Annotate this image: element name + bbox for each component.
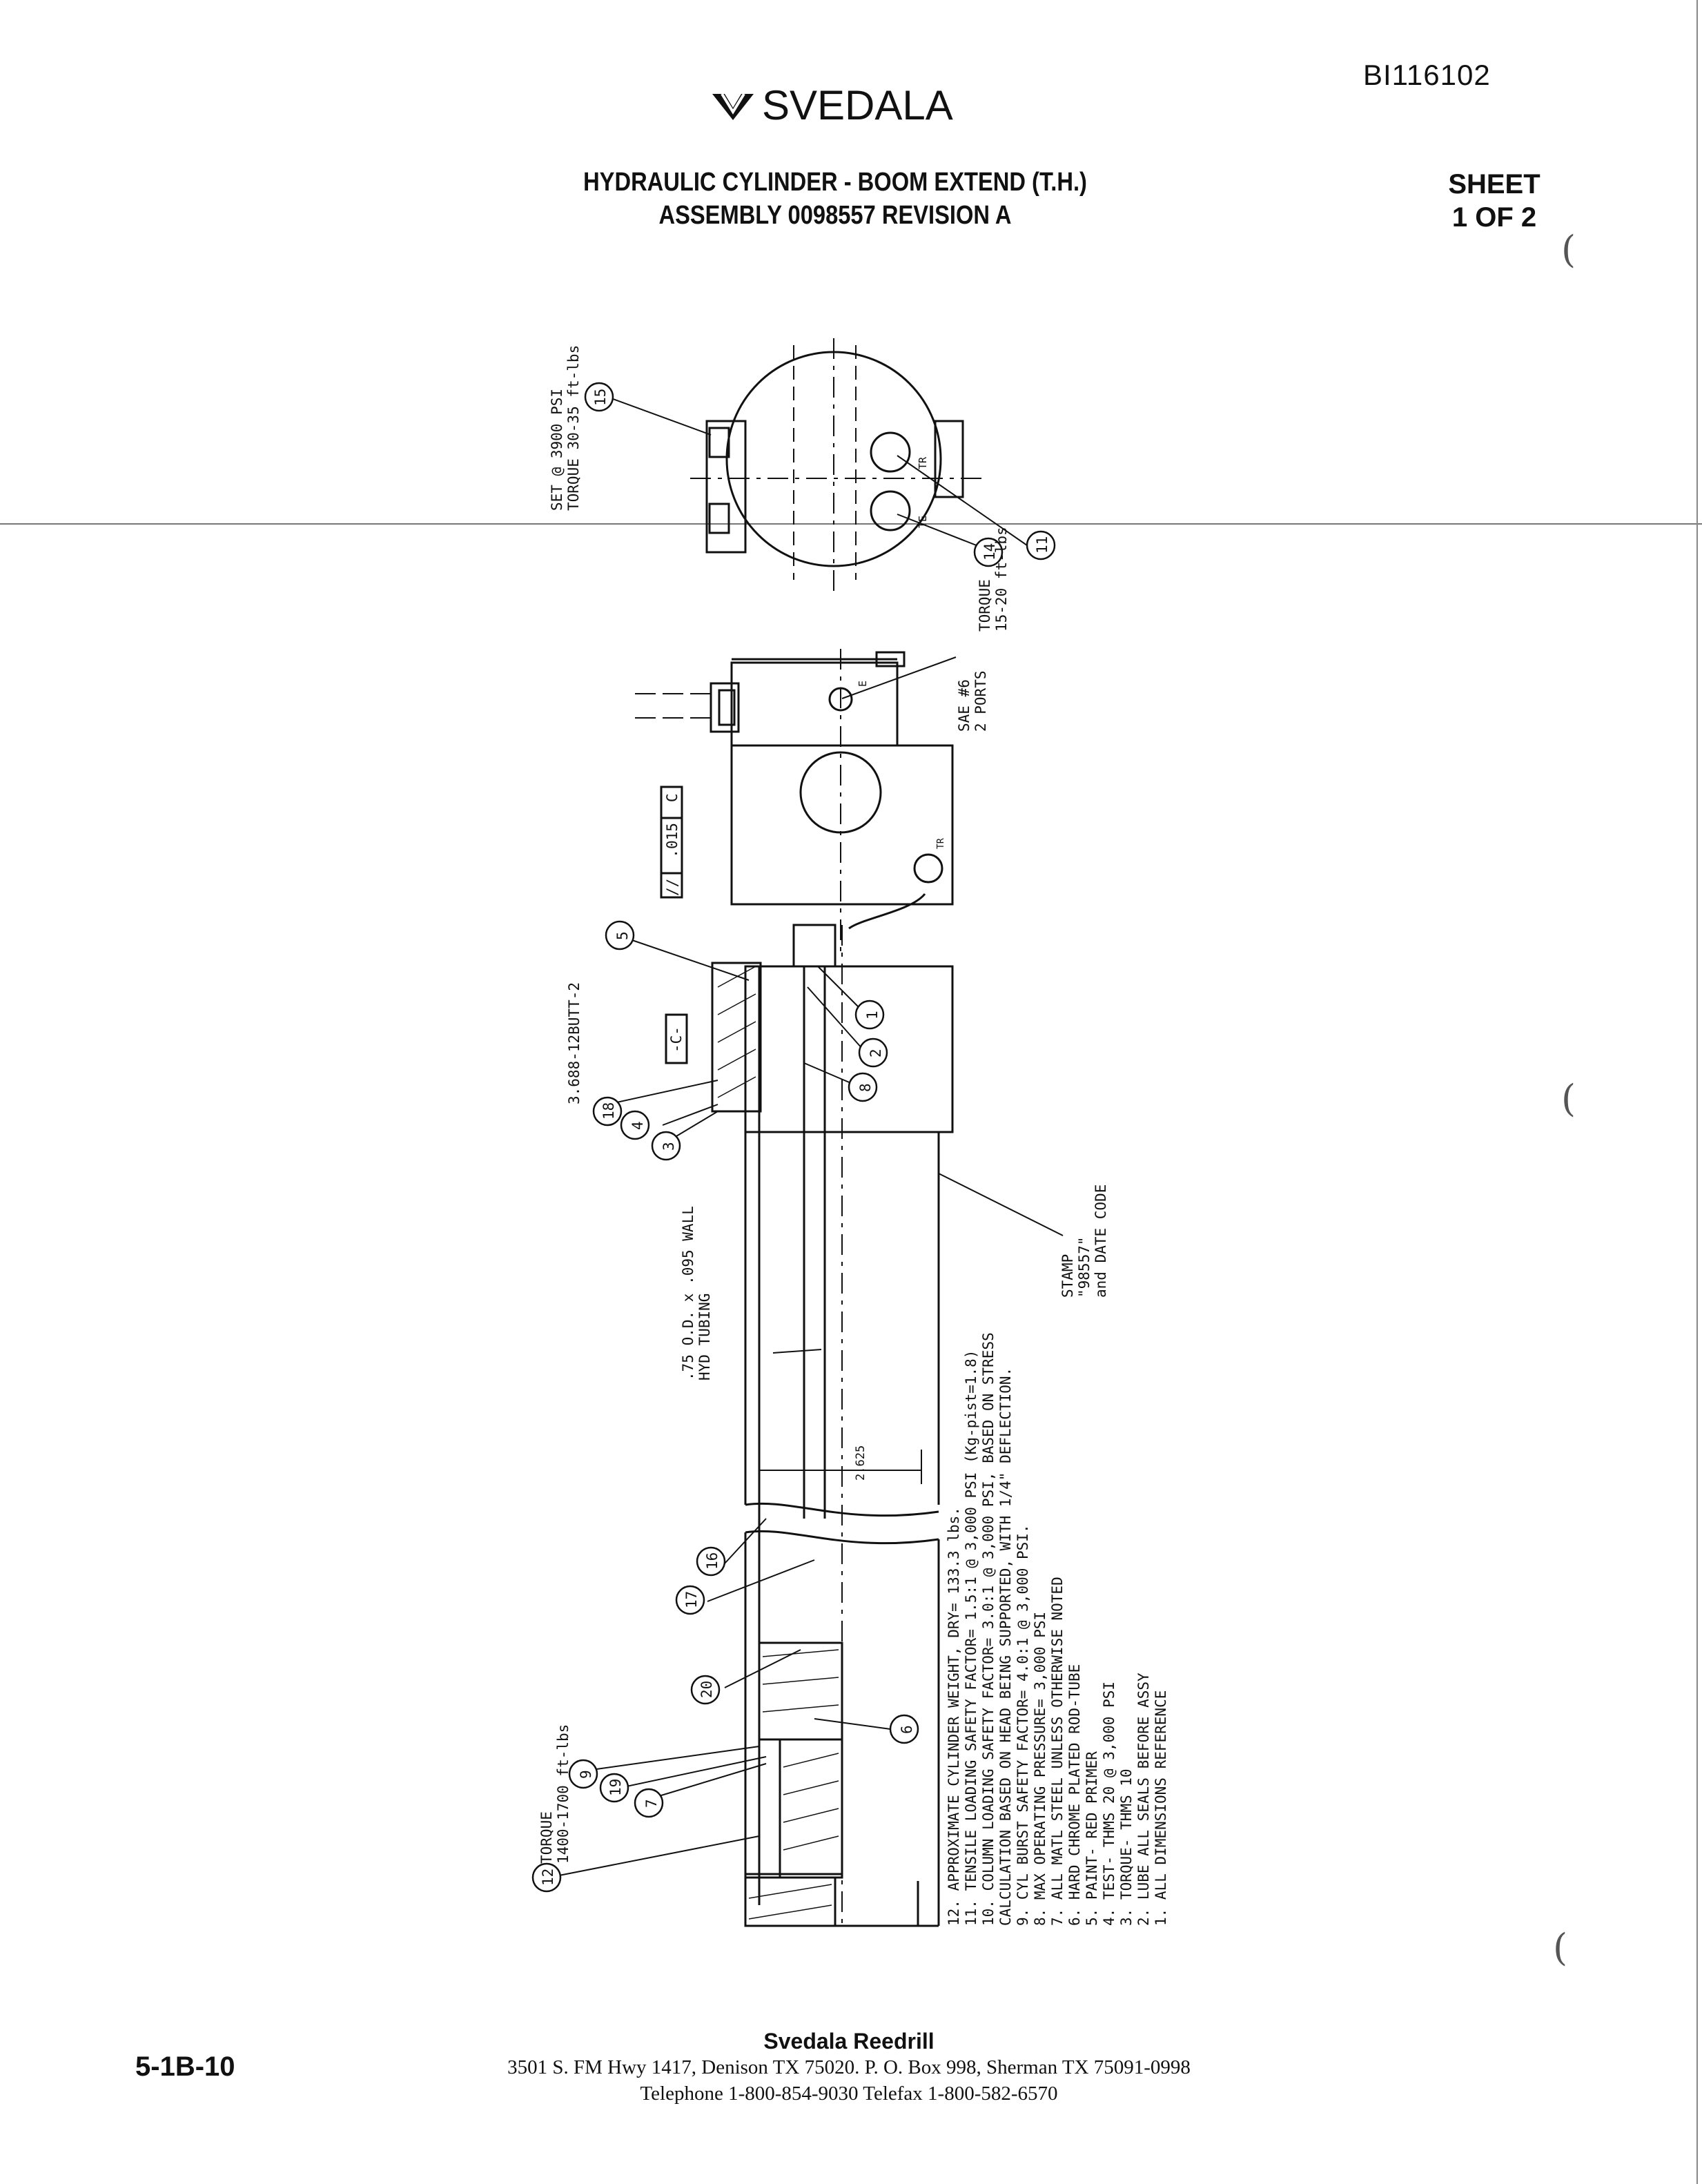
note-line: 7. ALL MATL STEEL UNLESS OTHERWISE NOTED [1049, 1577, 1066, 1926]
drawing-title: HYDRAULIC CYLINDER - BOOM EXTEND (T.H.) … [568, 166, 1102, 232]
item14-torque-callout: TORQUE 15-20 ft-lbs [977, 527, 1010, 632]
relief-valve-callout: SET @ 3900 PSI TORQUE 30-35 ft-lbs [549, 344, 582, 511]
footer: Svedala Reedrill 3501 S. FM Hwy 1417, De… [387, 2028, 1311, 2107]
end-view [690, 338, 987, 594]
footer-phone: Telephone 1-800-854-9030 Telefax 1-800-5… [640, 2083, 1058, 2105]
balloon-7 [634, 1788, 664, 1818]
scan-fold-line [0, 523, 1702, 525]
sheet-indicator: SHEET 1 OF 2 [1442, 168, 1546, 234]
balloon-label: 4 [629, 1121, 646, 1130]
datum-frame [665, 1013, 688, 1064]
sheet-label: SHEET [1448, 169, 1540, 199]
note-line: 9. CYL BURST SAFETY FACTOR= 4.0:1 @ 3,00… [1015, 1524, 1031, 1926]
balloon-1 [854, 1000, 885, 1030]
balloon-9 [568, 1759, 598, 1789]
note-line: 4. TEST- THMS 20 @ 3,000 PSI [1101, 1681, 1117, 1926]
svedala-logo-icon [712, 92, 754, 120]
item-balloons [531, 382, 1056, 1893]
balloon-label: 5 [614, 931, 631, 940]
port-label: TE [917, 515, 929, 528]
balloon-19 [599, 1773, 629, 1803]
note-line: CALCULATION BASED ON HEAD BEING SUPPORTE… [997, 1367, 1014, 1926]
sheet-count: 1 OF 2 [1451, 202, 1537, 233]
binder-hole-mark: ( [1561, 1077, 1576, 1120]
balloon-6 [889, 1714, 919, 1744]
title-line-2: ASSEMBLY 0098557 REVISION A [658, 201, 1012, 230]
balloon-label: 15 [592, 388, 609, 406]
note-line: 6. HARD CHROME PLATED ROD-TUBE [1066, 1664, 1083, 1926]
datum-label: -C- [668, 1026, 685, 1053]
title-line-1: HYDRAULIC CYLINDER - BOOM EXTEND (T.H.) [583, 168, 1087, 197]
brand-logo: SVEDALA [711, 81, 953, 129]
balloon-18 [592, 1096, 623, 1127]
port-label: TR [936, 838, 946, 849]
valve-block [635, 649, 954, 953]
port-label: E [857, 680, 869, 687]
balloon-15 [584, 382, 614, 412]
balloon-17 [675, 1585, 705, 1615]
balloon-label: 16 [704, 1552, 721, 1570]
document-id: BI116102 [1363, 59, 1491, 91]
binder-hole-mark: ( [1553, 1926, 1568, 1969]
note-line: 10. COLUMN LOADING SAFETY FACTOR= 3.0:1 … [980, 1332, 997, 1926]
general-notes: 12. APPROXIMATE CYLINDER WEIGHT, DRY= 13… [946, 1305, 1222, 1926]
balloon-label: 20 [698, 1680, 715, 1698]
note-line: 2. LUBE ALL SEALS BEFORE ASSY [1135, 1673, 1152, 1926]
balloon-label: 18 [600, 1102, 617, 1120]
note-line: 5. PAINT- RED PRIMER [1084, 1751, 1100, 1926]
balloon-20 [690, 1675, 721, 1705]
port-label: TR [917, 456, 929, 469]
brand-name: SVEDALA [762, 82, 953, 128]
cylinder-body [711, 924, 954, 1927]
balloon-label: 2 [868, 1049, 884, 1057]
binder-hole-mark: ( [1561, 228, 1576, 271]
balloon-label: 9 [578, 1770, 594, 1779]
page-number: 5-1B-10 [135, 2051, 235, 2082]
balloon-label: 3 [661, 1142, 677, 1151]
note-line: 3. TORQUE- THMS 10 [1118, 1768, 1135, 1926]
item12-torque-callout: TORQUE 1400-1700 ft-lbs [538, 1724, 571, 1864]
tubing-callout: .75 O.D. x .095 WALL HYD TUBING [680, 1206, 713, 1381]
balloon-label: 11 [1034, 536, 1050, 554]
footer-company: Svedala Reedrill [763, 2029, 935, 2054]
footer-address: 3501 S. FM Hwy 1417, Denison TX 75020. P… [507, 2056, 1191, 2078]
note-line: 12. APPROXIMATE CYLINDER WEIGHT, DRY= 13… [946, 1507, 962, 1926]
leader-lines [548, 396, 1064, 1878]
balloon-14 [973, 537, 1004, 567]
balloon-label: 19 [607, 1778, 624, 1796]
sae-ports-callout: SAE #6 2 PORTS [956, 670, 989, 732]
balloon-12 [531, 1862, 562, 1893]
thread-callout: 3.688-12BUTT-2 [566, 982, 583, 1104]
note-line: 1. ALL DIMENSIONS REFERENCE [1153, 1690, 1169, 1926]
balloon-label: 12 [540, 1868, 556, 1886]
tolerance-frame [660, 786, 683, 899]
stamp-callout: STAMP "98557" and DATE CODE [1059, 1184, 1109, 1298]
balloon-5 [605, 920, 635, 950]
note-line: 8. MAX OPERATING PRESSURE= 3,000 PSI [1032, 1611, 1048, 1926]
balloon-label: 6 [899, 1725, 915, 1734]
balloon-label: 1 [864, 1011, 881, 1020]
balloon-label: 17 [683, 1590, 700, 1608]
balloon-2 [858, 1037, 888, 1068]
note-line: 11. TENSILE LOADING SAFETY FACTOR= 1.5:1… [963, 1349, 979, 1926]
balloon-label: 8 [857, 1083, 874, 1092]
tolerance-callout: // .015 C [664, 793, 681, 896]
balloon-4 [620, 1110, 650, 1140]
section-hatching [717, 966, 839, 1920]
balloon-8 [848, 1072, 878, 1102]
balloon-3 [651, 1131, 681, 1161]
scan-edge-line [1696, 0, 1698, 2184]
dimension-label: 2.625 [854, 1445, 868, 1481]
balloon-11 [1026, 530, 1056, 560]
balloon-16 [696, 1546, 726, 1577]
balloon-label: 7 [643, 1799, 660, 1808]
